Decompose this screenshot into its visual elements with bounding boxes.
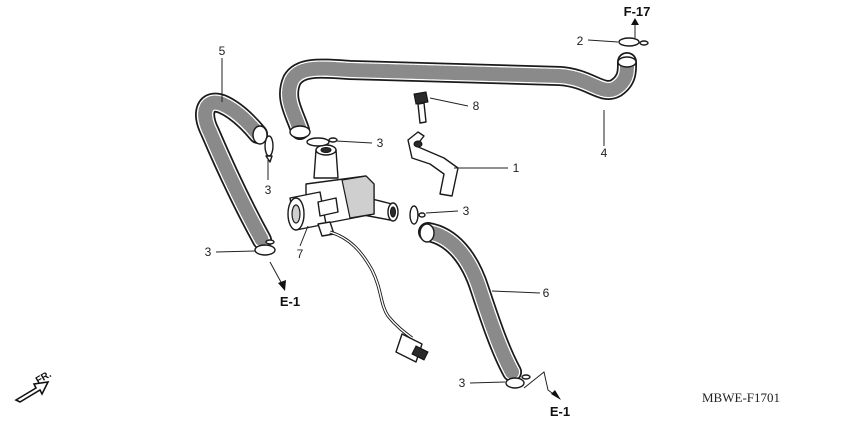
clamp-3-left [264,135,274,163]
hose-5 [195,92,272,250]
front-direction-arrow [14,380,50,403]
arrow-e1-bottom [523,371,561,400]
air-injection-valve [287,144,399,237]
arrow-e1-left [269,261,286,291]
callout-1: 1 [513,161,520,175]
clamp-3-lower-left [254,239,276,256]
callout-4: 4 [601,146,608,160]
arrow-f17 [631,18,639,38]
hose-6 [418,222,522,382]
callout-6: 6 [543,286,550,300]
callout-2: 2 [577,34,584,48]
callout-3-valve-right: 3 [463,204,470,218]
clamp-2 [618,37,649,47]
clamp-3-upper [306,137,338,147]
callout-5: 5 [219,44,226,58]
callout-7: 7 [297,247,304,261]
callout-3-upper: 3 [377,136,384,150]
front-direction-label: FR. [34,369,54,387]
reference-e1-left: E-1 [280,294,300,309]
diagram-code: MBWE-F1701 [702,390,780,405]
leader-lines [215,39,619,384]
reference-f17: F-17 [624,4,651,19]
valve-wiring [329,230,429,363]
callout-3-left-clamp: 3 [265,183,272,197]
callout-3-bottom: 3 [459,376,466,390]
bracket-1 [407,131,459,197]
reference-e1-bottom: E-1 [550,404,570,419]
callout-3-lower-left: 3 [205,245,212,259]
clamp-3-valve-right [409,205,426,225]
callout-8: 8 [473,99,480,113]
hose-4 [279,52,638,140]
bolt-8 [413,91,429,124]
clamp-3-bottom [505,374,531,389]
